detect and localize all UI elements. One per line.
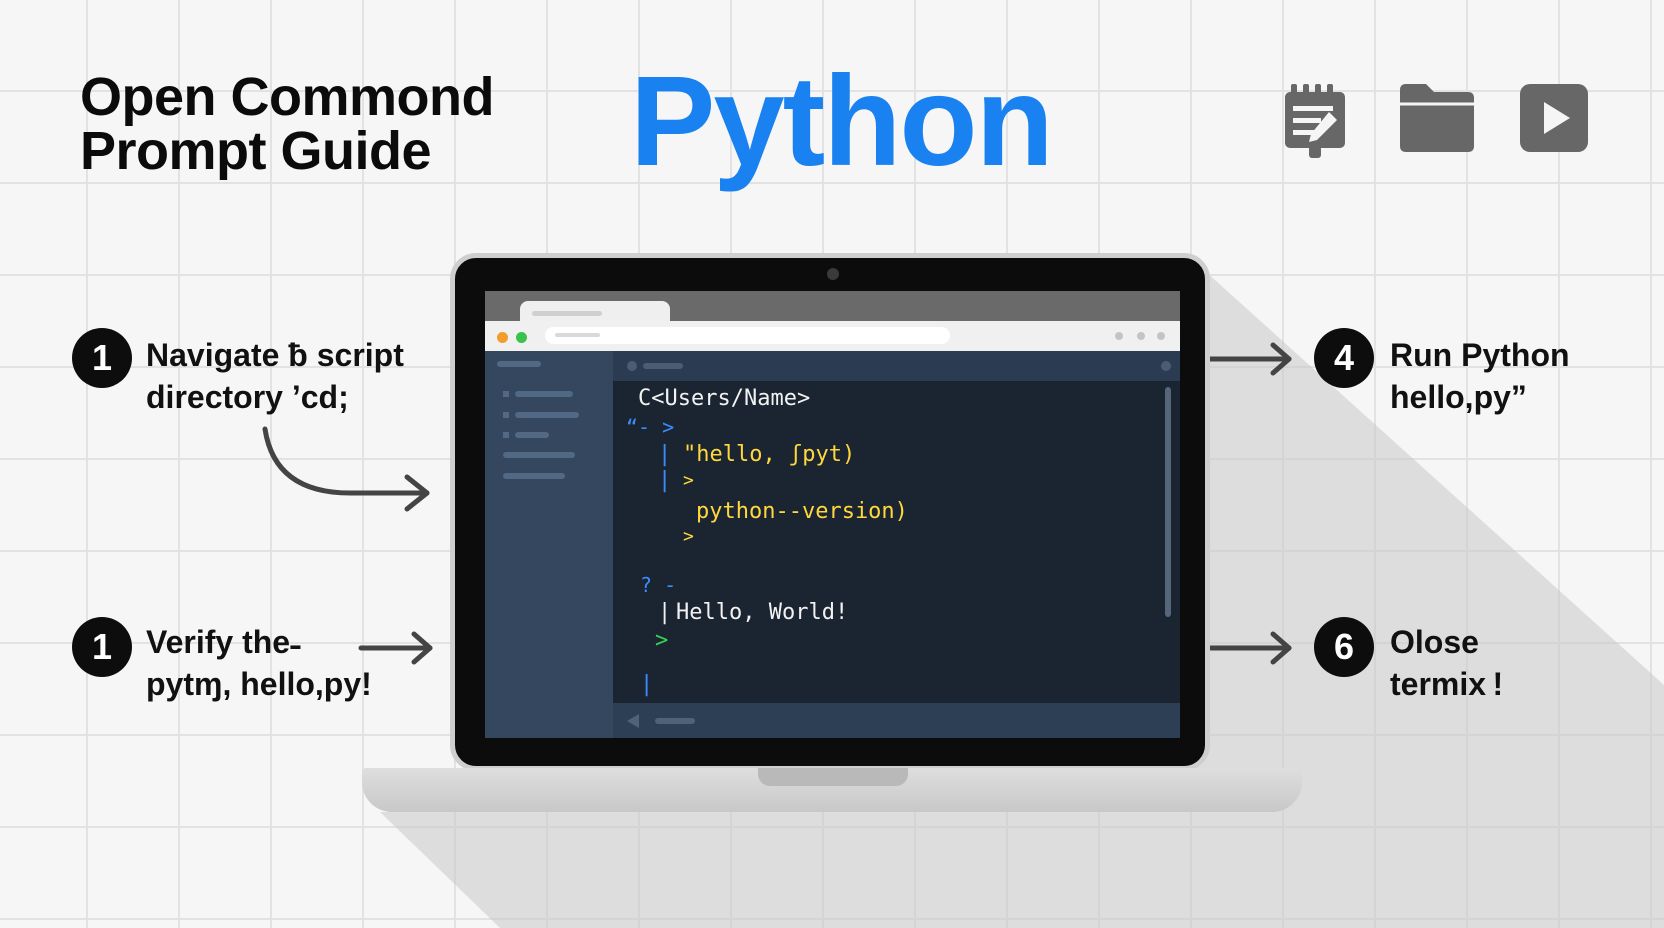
- folder-icon[interactable]: [1398, 82, 1476, 154]
- toolbar-dot[interactable]: [1137, 332, 1145, 340]
- terminal-command-hello: "hello, ʃpyt): [683, 442, 856, 467]
- arrow-right-icon: [358, 631, 433, 665]
- step-1-badge: 1: [72, 328, 132, 388]
- terminal-cursor-bar: |: [640, 672, 654, 697]
- terminal-scrollbar[interactable]: [1165, 387, 1171, 617]
- browser-tabstrip: [485, 291, 1180, 325]
- step-close-text: Olose termix !: [1390, 621, 1503, 705]
- step-navigate-text: Navigate ƀ script directory ’cd;: [146, 334, 404, 418]
- step-verify-line-1: Verify the˗: [146, 624, 301, 660]
- step-close-line-1: Olose: [1390, 624, 1479, 660]
- step-6-badge: 6: [1314, 617, 1374, 677]
- step-verify-badge: 1: [72, 617, 132, 677]
- terminal-cursor-bar: |: [658, 442, 672, 467]
- step-navigate-line-2: directory ’cd;: [146, 379, 349, 415]
- terminal-window[interactable]: [613, 351, 1180, 703]
- terminal-path: C<Users/Name>: [638, 386, 811, 411]
- play-icon[interactable]: [1518, 82, 1590, 154]
- step-run-text: Run Python hello,py”: [1390, 334, 1570, 418]
- webcam: [827, 268, 839, 280]
- curved-arrow-icon: [262, 426, 430, 512]
- terminal-green-prompt: >: [655, 628, 669, 653]
- step-run-line-1: Run Python: [1390, 337, 1570, 373]
- title-line-2: Prompt Guide: [80, 121, 432, 181]
- step-navigate-line-1: Navigate ƀ script: [146, 337, 404, 373]
- window-maximize-dot[interactable]: [516, 332, 527, 343]
- step-run-line-2: hello,py”: [1390, 379, 1527, 415]
- browser-toolbar: [485, 321, 1180, 351]
- python-brand-title: Python: [630, 50, 1054, 193]
- terminal-command-version: python--version): [696, 499, 908, 524]
- toolbar-dot[interactable]: [1157, 332, 1165, 340]
- terminal-cursor-bar: |: [658, 468, 672, 493]
- terminal-gt: >: [683, 526, 694, 547]
- laptop-notch: [758, 768, 908, 786]
- toolbar-dot[interactable]: [1115, 332, 1123, 340]
- arrow-right-icon: [1205, 342, 1292, 376]
- step-4-badge: 4: [1314, 328, 1374, 388]
- terminal-gt: >: [683, 470, 694, 491]
- arrow-right-icon: [1205, 631, 1292, 665]
- step-verify-line-2: pytɱ, hello,py!: [146, 666, 372, 702]
- step-verify-text: Verify the˗ pytɱ, hello,py!: [146, 621, 372, 705]
- step-close-line-2: termix !: [1390, 666, 1504, 702]
- terminal-footer: [613, 703, 1180, 738]
- editor-sidebar: [485, 351, 613, 738]
- terminal-prompt: ? -: [640, 573, 677, 597]
- laptop-screen: [485, 291, 1180, 738]
- terminal-cursor-bar: |: [658, 600, 672, 625]
- page-title: Open Commond Prompt Guide: [80, 70, 494, 178]
- window-minimize-dot[interactable]: [497, 332, 508, 343]
- terminal-header: [613, 351, 1180, 381]
- notepad-icon[interactable]: [1283, 82, 1347, 160]
- terminal-output: Hello, World!: [676, 600, 849, 625]
- address-bar[interactable]: [545, 327, 950, 344]
- title-line-1: Open Commond: [80, 67, 494, 127]
- terminal-prompt: “‐ >: [626, 415, 675, 439]
